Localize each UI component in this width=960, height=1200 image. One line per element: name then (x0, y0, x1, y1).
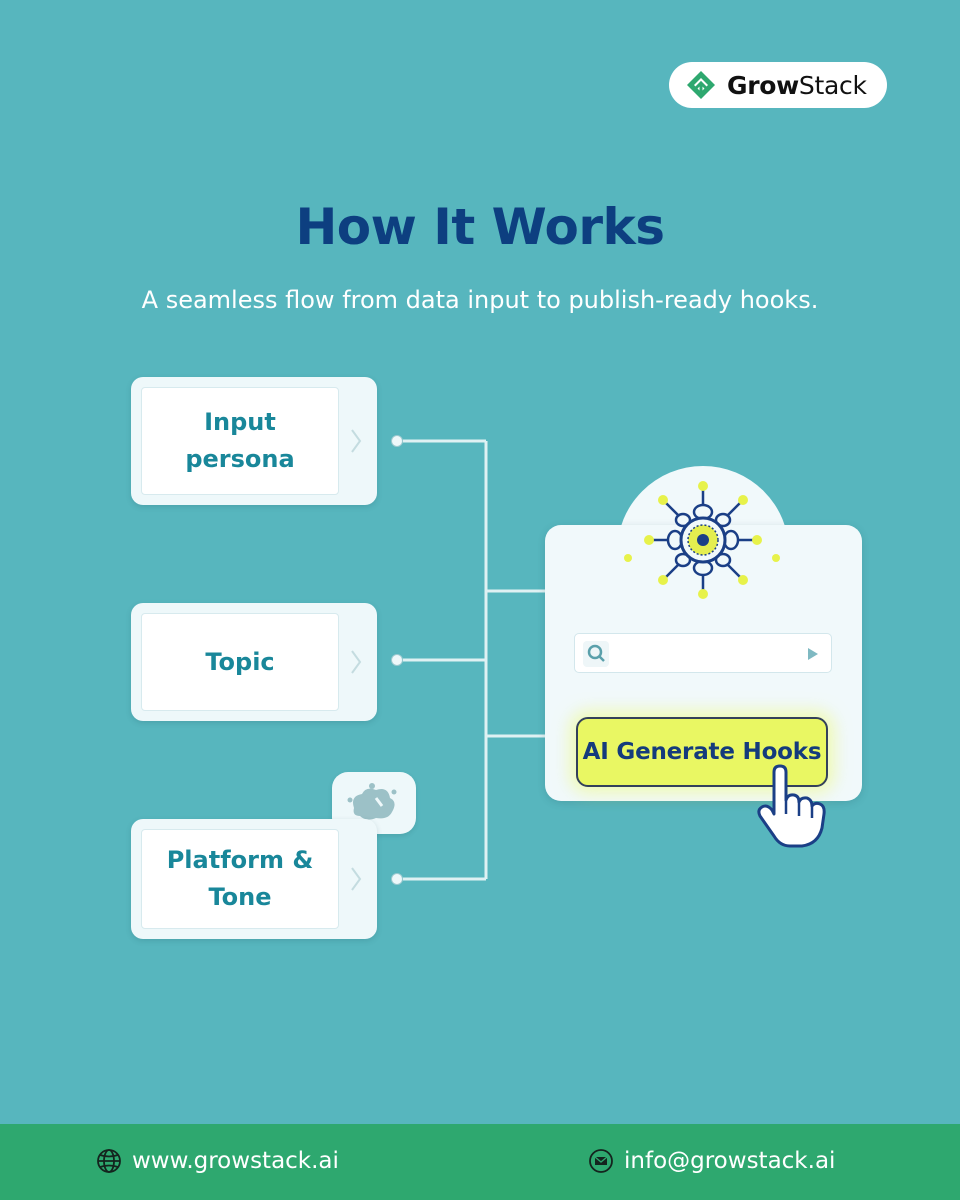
footer-email[interactable]: info@growstack.ai (588, 1148, 835, 1174)
chevron-right-icon (351, 650, 362, 674)
footer-website-text: www.growstack.ai (132, 1148, 339, 1174)
ai-generate-hooks-button[interactable]: AI Generate Hooks (576, 717, 828, 787)
footer-email-text: info@growstack.ai (624, 1148, 836, 1174)
input-card-persona[interactable]: Input persona (131, 377, 377, 505)
input-card-label: Input persona (141, 387, 339, 495)
connector-dot-platform (391, 873, 403, 885)
input-card-label: Platform & Tone (141, 829, 339, 929)
page-subtitle: A seamless flow from data input to publi… (141, 286, 819, 314)
input-label-line1: Input (204, 408, 276, 436)
search-icon (587, 644, 605, 662)
globe-icon (97, 1149, 121, 1173)
footer: www.growstack.ai info@growstack.ai (0, 1124, 960, 1200)
play-icon[interactable] (807, 647, 819, 661)
logo-name-regular: Stack (798, 70, 867, 100)
input-label-line2: persona (185, 445, 295, 473)
input-label-line1: Platform & (166, 846, 314, 874)
connector-dot-topic (391, 654, 403, 666)
search-icon-box (583, 641, 609, 667)
input-card-platform-tone[interactable]: Platform & Tone (131, 819, 377, 939)
chevron-right-icon (351, 867, 362, 891)
growstack-logo-icon (687, 71, 715, 99)
connector-dot-persona (391, 435, 403, 447)
search-bar[interactable] (574, 633, 832, 673)
footer-website[interactable]: www.growstack.ai (96, 1148, 339, 1174)
input-label-line2: Tone (208, 883, 272, 911)
mail-icon (589, 1149, 613, 1173)
growstack-logo: GrowStack (669, 62, 887, 108)
blob-sticker-icon (347, 783, 397, 820)
logo-name-bold: Grow (727, 70, 799, 100)
input-card-label: Topic (141, 613, 339, 711)
input-label-line1: Topic (205, 647, 275, 676)
neural-hub-icon (624, 481, 780, 599)
input-card-topic[interactable]: Topic (131, 603, 377, 721)
page-title: How It Works (295, 198, 665, 256)
hand-pointer-icon (757, 764, 826, 848)
logo-wordmark: GrowStack (727, 71, 867, 100)
chevron-right-icon (351, 429, 362, 453)
